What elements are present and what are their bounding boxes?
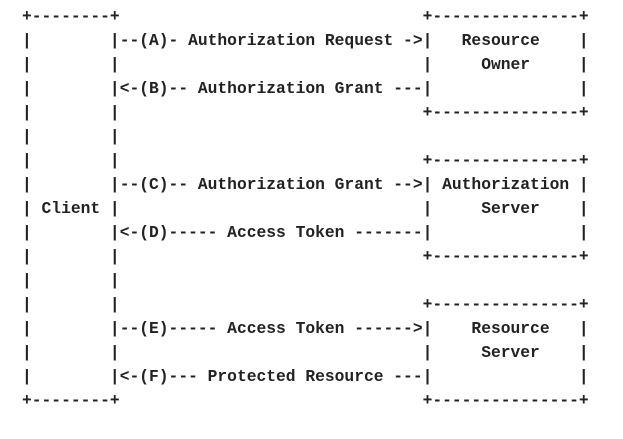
- diagram-line: | | | Owner |: [22, 55, 589, 74]
- diagram-line: | | +---------------+: [22, 295, 589, 314]
- diagram-line: | |<-(B)-- Authorization Grant ---| |: [22, 79, 589, 98]
- diagram-line: | |: [22, 271, 120, 290]
- diagram-line: | |--(A)- Authorization Request ->| Reso…: [22, 31, 589, 50]
- diagram-line: | | +---------------+: [22, 103, 589, 122]
- diagram-line: | |<-(F)--- Protected Resource ---| |: [22, 367, 589, 386]
- diagram-line: | | +---------------+: [22, 151, 589, 170]
- diagram-line: | |<-(D)----- Access Token -------| |: [22, 223, 589, 242]
- diagram-line: | Client | | Server |: [22, 199, 589, 218]
- oauth-protocol-flow-diagram: +--------+ +---------------+ | |--(A)- A…: [22, 5, 589, 413]
- diagram-line: | | +---------------+: [22, 247, 589, 266]
- diagram-line: | |--(E)----- Access Token ------>| Reso…: [22, 319, 589, 338]
- diagram-line: +--------+ +---------------+: [22, 391, 589, 410]
- diagram-line: +--------+ +---------------+: [22, 7, 589, 26]
- diagram-line: | |--(C)-- Authorization Grant -->| Auth…: [22, 175, 589, 194]
- diagram-line: | | | Server |: [22, 343, 589, 362]
- diagram-line: | |: [22, 127, 120, 146]
